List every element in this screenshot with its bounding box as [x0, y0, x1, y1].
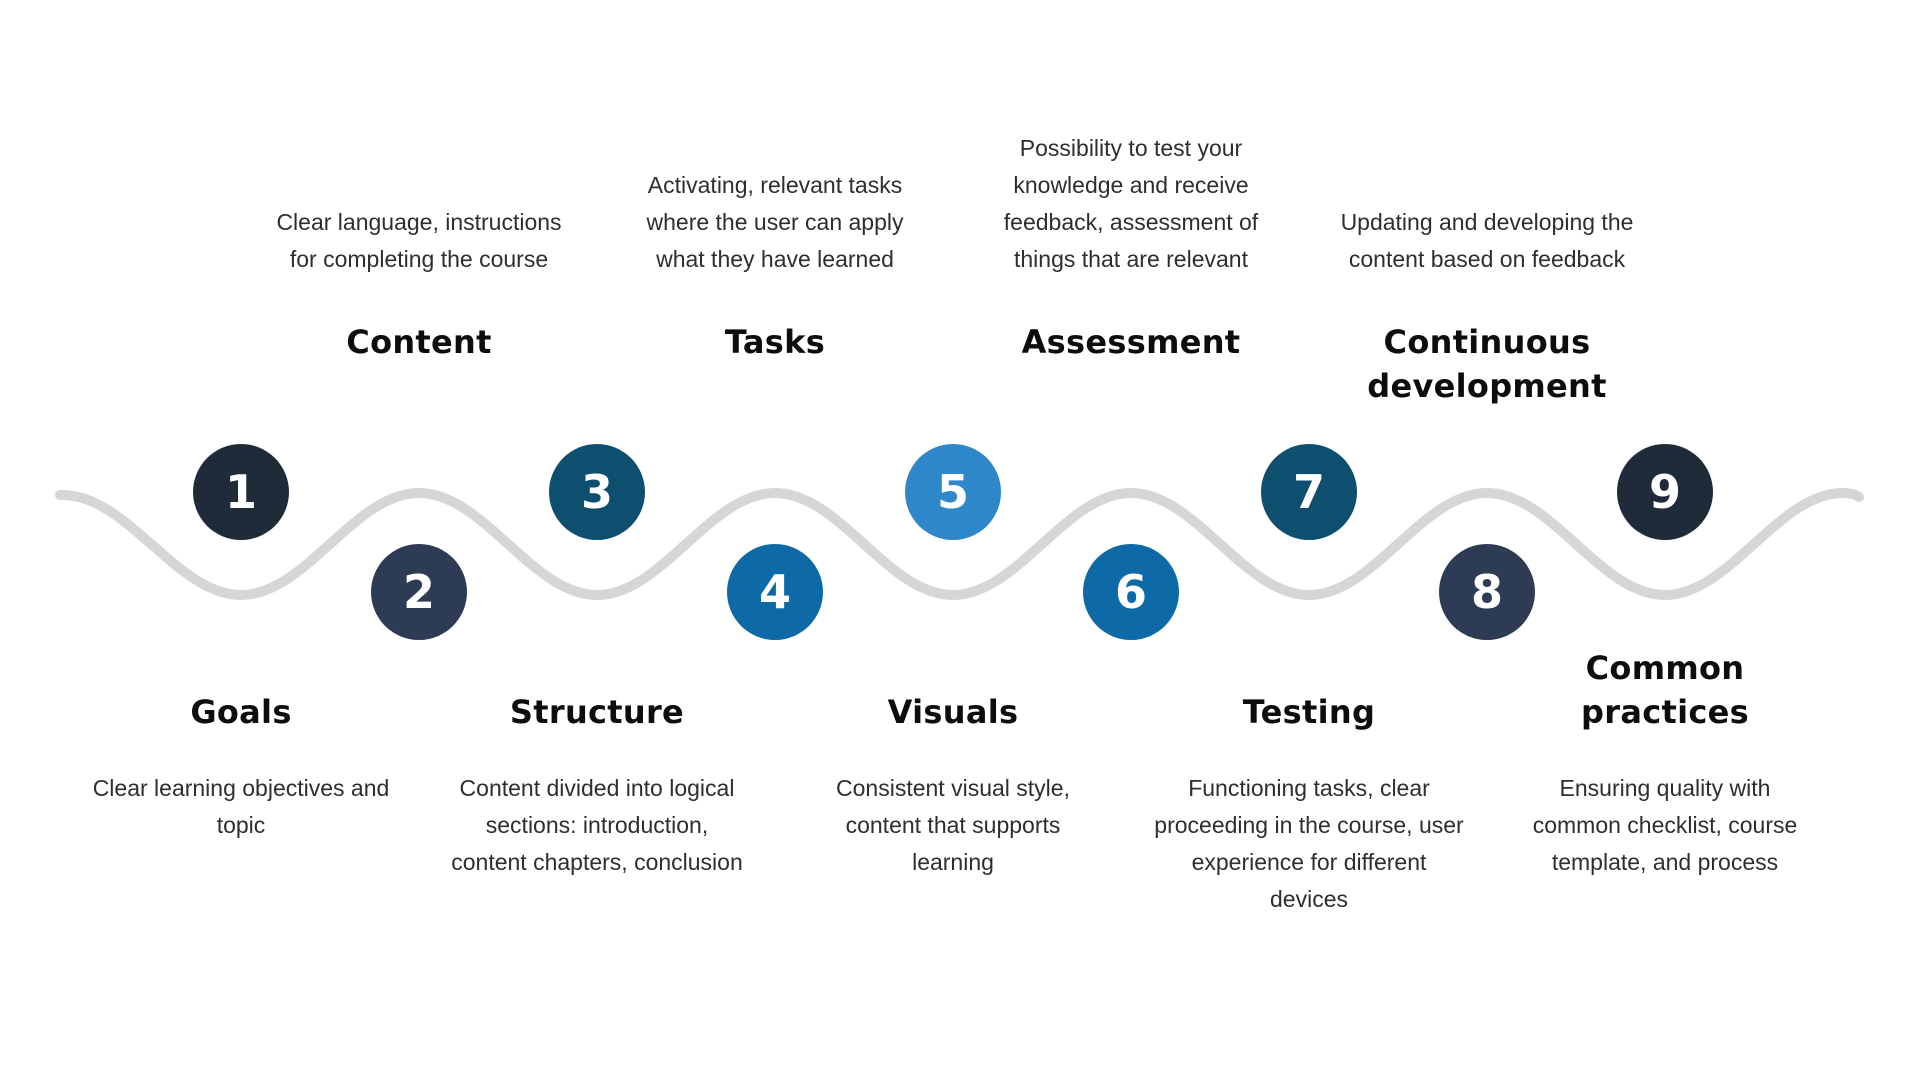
step-circle: 8: [1439, 544, 1535, 640]
step-circle: 5: [905, 444, 1001, 540]
step-circle: 9: [1617, 444, 1713, 540]
step-number: 6: [1114, 565, 1147, 619]
step-number: 1: [224, 465, 257, 519]
step-label: Common practices: [1581, 649, 1749, 731]
step-circle: 3: [549, 444, 645, 540]
step-description: Functioning tasks, clear proceeding in t…: [1154, 775, 1464, 912]
step-description: Clear language, instructions for complet…: [276, 209, 562, 272]
step-description: Possibility to test your knowledge and r…: [1003, 135, 1259, 272]
step-label: Visuals: [887, 693, 1019, 731]
step-number: 9: [1648, 465, 1681, 519]
step-description: Clear learning objectives and topic: [92, 775, 390, 838]
step-circle: 7: [1261, 444, 1357, 540]
step-label: Goals: [190, 693, 292, 731]
step-label: Assessment: [1021, 323, 1241, 361]
step-label: Structure: [509, 693, 685, 731]
step-description: Activating, relevant tasks where the use…: [646, 172, 904, 272]
step-number: 8: [1470, 565, 1503, 619]
wave-path: [55, 487, 1864, 601]
step-label: Content: [346, 323, 492, 361]
step-label: Tasks: [724, 323, 826, 361]
step-label: Continuous development: [1367, 323, 1607, 405]
step-number: 2: [402, 565, 435, 619]
step-description: Updating and developing the content base…: [1340, 209, 1634, 272]
step-circle: 6: [1083, 544, 1179, 640]
step-label: Testing: [1242, 693, 1376, 731]
step-number: 5: [936, 465, 969, 519]
step-description: Consistent visual style, content that su…: [836, 775, 1070, 875]
step-circle: 1: [193, 444, 289, 540]
step-description: Ensuring quality with common checklist, …: [1532, 775, 1798, 875]
step-number: 4: [758, 565, 791, 619]
step-description: Content divided into logical sections: i…: [451, 775, 743, 875]
step-circle: 4: [727, 544, 823, 640]
step-number: 7: [1292, 465, 1325, 519]
step-number: 3: [580, 465, 613, 519]
step-circle: 2: [371, 544, 467, 640]
